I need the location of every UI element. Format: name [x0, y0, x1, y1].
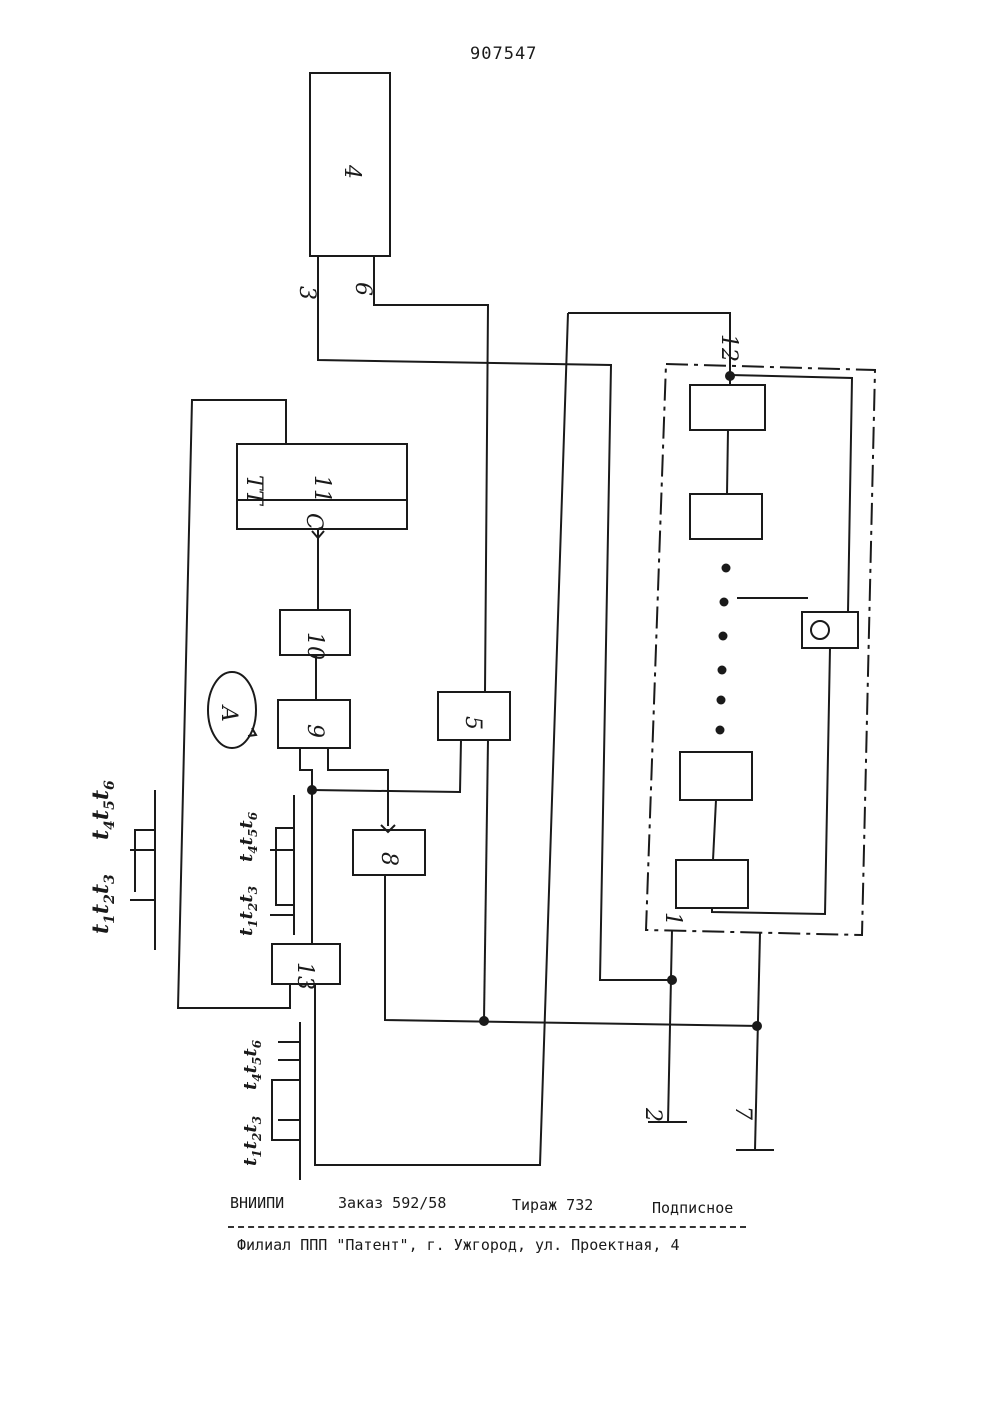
label-loop-a: A [216, 704, 241, 722]
circuit-diagram: 4 11 TT C 10 9 5 8 13 1 3 6 12 2 7 A t1t… [0, 0, 1000, 1180]
footer-order: Заказ 592/58 [338, 1194, 446, 1212]
footer-divider [228, 1226, 746, 1228]
label-line-6: 6 [350, 282, 375, 296]
register-cell [676, 860, 748, 908]
register-cell [680, 752, 752, 800]
timing-label-2: t4t5t6 [88, 780, 118, 840]
timing-label-6: t4t5t6 [240, 1039, 264, 1090]
label-block-9: 9 [302, 724, 327, 738]
label-block-11: 11 [309, 475, 334, 503]
timing-label-1: t1t2t3 [88, 874, 118, 934]
footer-org: ВНИИПИ [230, 1194, 284, 1212]
label-block-4: 4 [339, 164, 364, 179]
label-block-10: 10 [302, 632, 327, 660]
timing-label-5: t1t2t3 [240, 1116, 264, 1166]
label-line-7: 7 [730, 1106, 755, 1120]
footer-branch: Филиал ППП "Патент", г. Ужгород, ул. Про… [237, 1236, 680, 1254]
register-cell [690, 494, 762, 539]
label-block-8: 8 [376, 852, 401, 866]
footer-circulation: Тираж 732 [512, 1196, 593, 1214]
ellipsis-dots [716, 564, 731, 735]
label-block-13: 13 [292, 962, 317, 990]
label-block-1: 1 [660, 912, 685, 926]
timing-label-3: t1t2t3 [236, 886, 260, 936]
block-1-frame [646, 364, 875, 935]
label-block-5: 5 [460, 716, 485, 730]
label-line-3: 3 [294, 286, 319, 300]
footer-subscription: Подписное [652, 1199, 733, 1217]
label-block-11-c: C [301, 513, 326, 530]
register-cell [690, 385, 765, 430]
label-block-11-tt: TT [241, 475, 266, 507]
label-line-2: 2 [640, 1107, 665, 1122]
label-line-12: 12 [716, 334, 741, 362]
wires [178, 256, 852, 1165]
timing-label-4: t4t5t6 [236, 811, 260, 862]
indicator-lamp-icon [811, 621, 829, 639]
